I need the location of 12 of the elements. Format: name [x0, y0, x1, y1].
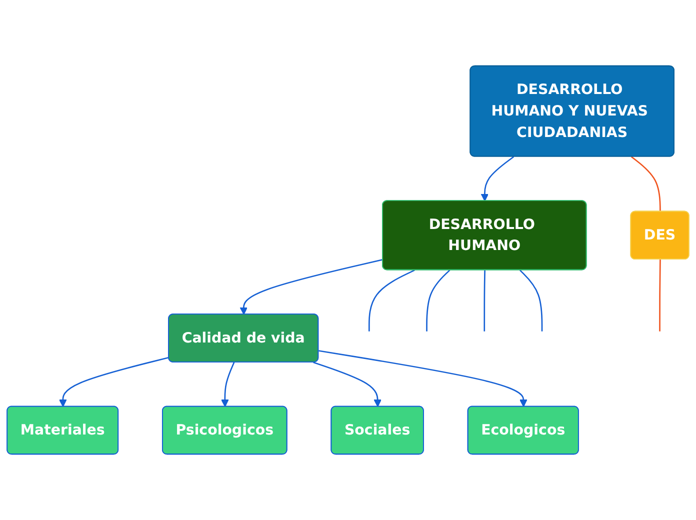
connector	[630, 156, 661, 212]
arrow	[240, 258, 384, 315]
arrow	[59, 356, 170, 408]
connector	[426, 270, 450, 332]
connector	[659, 260, 661, 332]
arrow	[480, 156, 514, 202]
arrow	[318, 350, 528, 408]
connector	[484, 270, 486, 332]
connector	[368, 270, 415, 332]
connector	[519, 270, 543, 332]
arrow	[221, 362, 235, 408]
arrow	[313, 362, 382, 408]
